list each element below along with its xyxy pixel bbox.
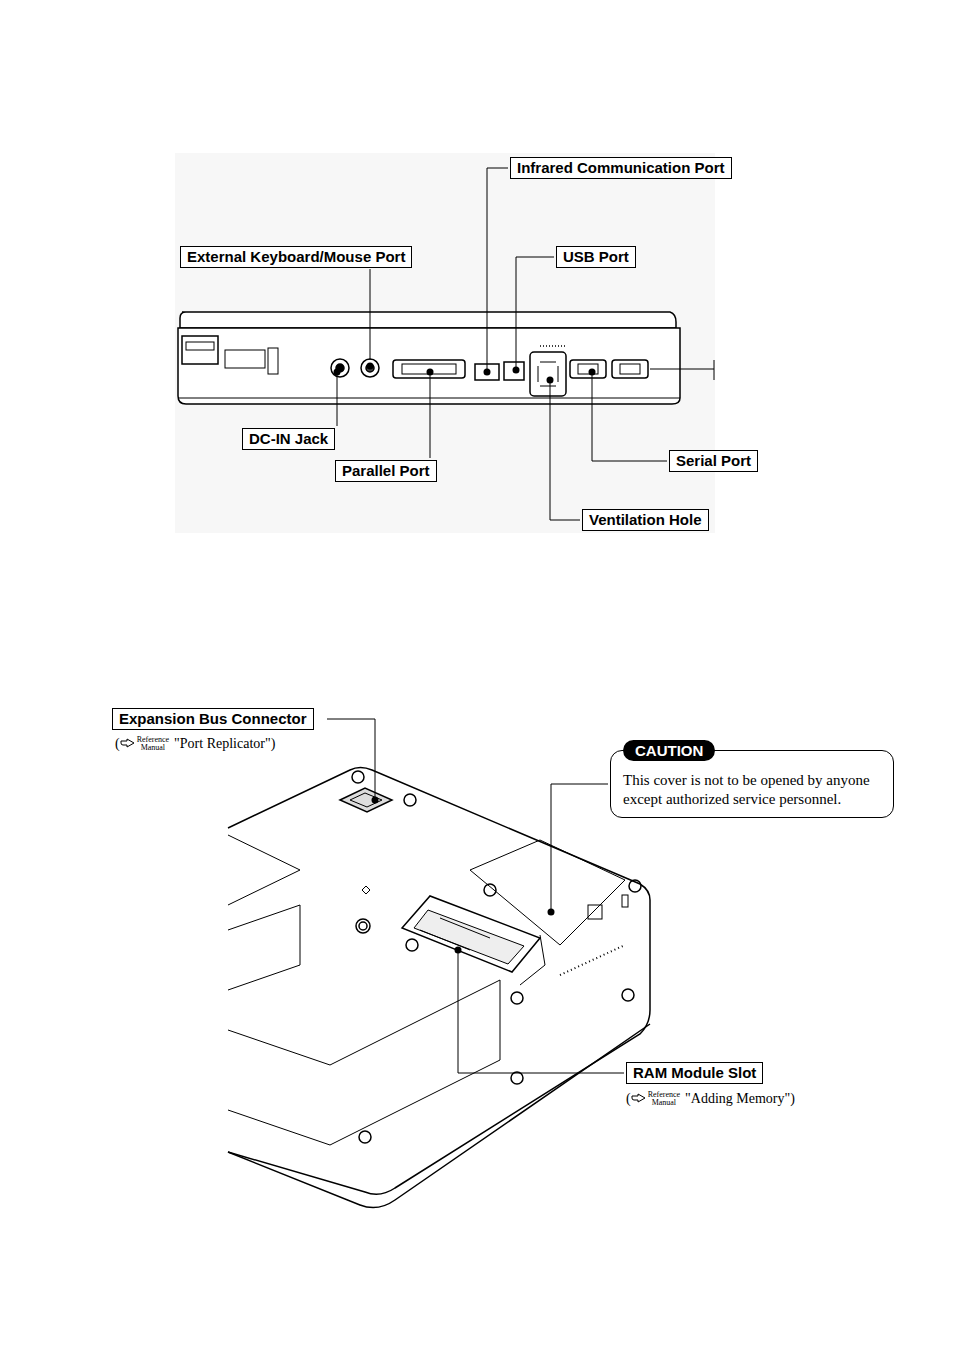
reference-title: "Port Replicator") bbox=[174, 736, 275, 752]
part-label: RAM Module Slot bbox=[626, 1062, 763, 1084]
paren: ( bbox=[115, 736, 120, 752]
reference-word: Reference bbox=[648, 1091, 680, 1099]
caution-box: CAUTIONThis cover is not to be opened by… bbox=[610, 750, 894, 818]
port-label: External Keyboard/Mouse Port bbox=[180, 246, 412, 268]
caution-heading: CAUTION bbox=[623, 740, 715, 761]
port-label: USB Port bbox=[556, 246, 636, 268]
label-text: Ventilation Hole bbox=[589, 511, 702, 528]
label-text: Parallel Port bbox=[342, 462, 430, 479]
label-text: Serial Port bbox=[676, 452, 751, 469]
reference-word: Manual bbox=[648, 1099, 680, 1107]
reference-word: Manual bbox=[137, 744, 169, 752]
label-text: RAM Module Slot bbox=[633, 1064, 756, 1081]
pointing-hand-icon bbox=[120, 738, 136, 750]
port-label: DC-IN Jack bbox=[242, 428, 335, 450]
label-text: Infrared Communication Port bbox=[517, 159, 725, 176]
reference-manual-mark: ReferenceManual bbox=[648, 1091, 680, 1107]
port-label: Parallel Port bbox=[335, 460, 437, 482]
reference-title: "Adding Memory") bbox=[685, 1091, 795, 1107]
paren: ( bbox=[626, 1091, 631, 1107]
part-label: Expansion Bus Connector bbox=[112, 708, 314, 730]
reference-word: Reference bbox=[137, 736, 169, 744]
label-text: DC-IN Jack bbox=[249, 430, 328, 447]
label-text: USB Port bbox=[563, 248, 629, 265]
port-label: Infrared Communication Port bbox=[510, 157, 732, 179]
port-label: Ventilation Hole bbox=[582, 509, 709, 531]
label-text: External Keyboard/Mouse Port bbox=[187, 248, 405, 265]
reference-note: ( ReferenceManual "Port Replicator") bbox=[115, 736, 275, 752]
reference-manual-mark: ReferenceManual bbox=[137, 736, 169, 752]
caution-text: This cover is not to be opened by anyone… bbox=[623, 771, 885, 809]
reference-note: ( ReferenceManual "Adding Memory") bbox=[626, 1091, 795, 1107]
label-text: Expansion Bus Connector bbox=[119, 710, 307, 727]
port-label: Serial Port bbox=[669, 450, 758, 472]
pointing-hand-icon bbox=[631, 1093, 647, 1105]
